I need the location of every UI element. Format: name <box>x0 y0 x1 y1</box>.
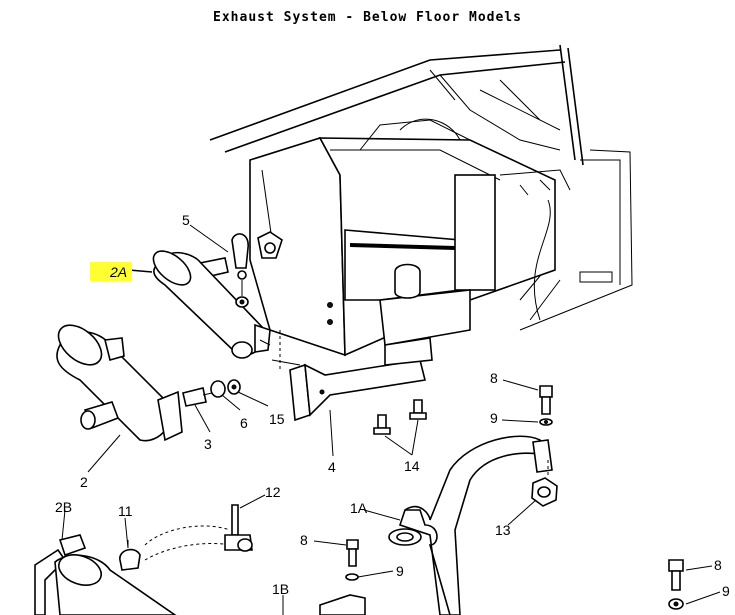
callout-8-right: 8 <box>490 370 498 386</box>
clamp-11 <box>119 525 233 571</box>
bolt-8-corner <box>668 559 684 610</box>
callout-2b: 2B <box>55 499 72 515</box>
muffler-2a <box>152 250 271 359</box>
bracket-4 <box>259 330 433 422</box>
callout-2a: 2A <box>109 264 127 280</box>
tailpipe-2b <box>34 534 177 615</box>
highlight-marker <box>90 262 132 281</box>
callout-1b: 1B <box>272 581 289 597</box>
callout-13: 13 <box>495 522 511 538</box>
pipe-1a <box>388 435 553 615</box>
hanger-12 <box>224 504 253 552</box>
bolt-8-right <box>539 385 553 426</box>
clamp-5 <box>231 233 249 308</box>
callout-14: 14 <box>404 458 420 474</box>
diagram-title: Exhaust System - Below Floor Models <box>213 10 522 25</box>
callout-8-corner: 8 <box>714 557 722 573</box>
callout-12: 12 <box>265 484 281 500</box>
callout-15: 15 <box>269 411 285 427</box>
callout-8-mid: 8 <box>300 532 308 548</box>
part-1b <box>282 594 366 615</box>
callout-4: 4 <box>328 459 336 475</box>
callout-11: 11 <box>118 503 133 519</box>
muffler-2 <box>56 324 183 442</box>
callout-6: 6 <box>240 415 248 431</box>
callout-5: 5 <box>182 212 190 228</box>
generator-housing <box>249 118 571 357</box>
gasket-13 <box>531 460 558 507</box>
callout-3: 3 <box>204 436 212 452</box>
wing-nut <box>257 231 283 259</box>
callout-9-right: 9 <box>490 410 498 426</box>
leader-lines <box>61 224 721 605</box>
callout-9-corner: 9 <box>722 583 730 599</box>
callout-1a: 1A <box>350 500 368 516</box>
hardware-3-6-15 <box>182 379 241 407</box>
bolts-14 <box>373 399 427 435</box>
bolt-8-mid <box>345 539 359 581</box>
callout-2: 2 <box>80 474 88 490</box>
callout-9-mid: 9 <box>396 563 404 579</box>
